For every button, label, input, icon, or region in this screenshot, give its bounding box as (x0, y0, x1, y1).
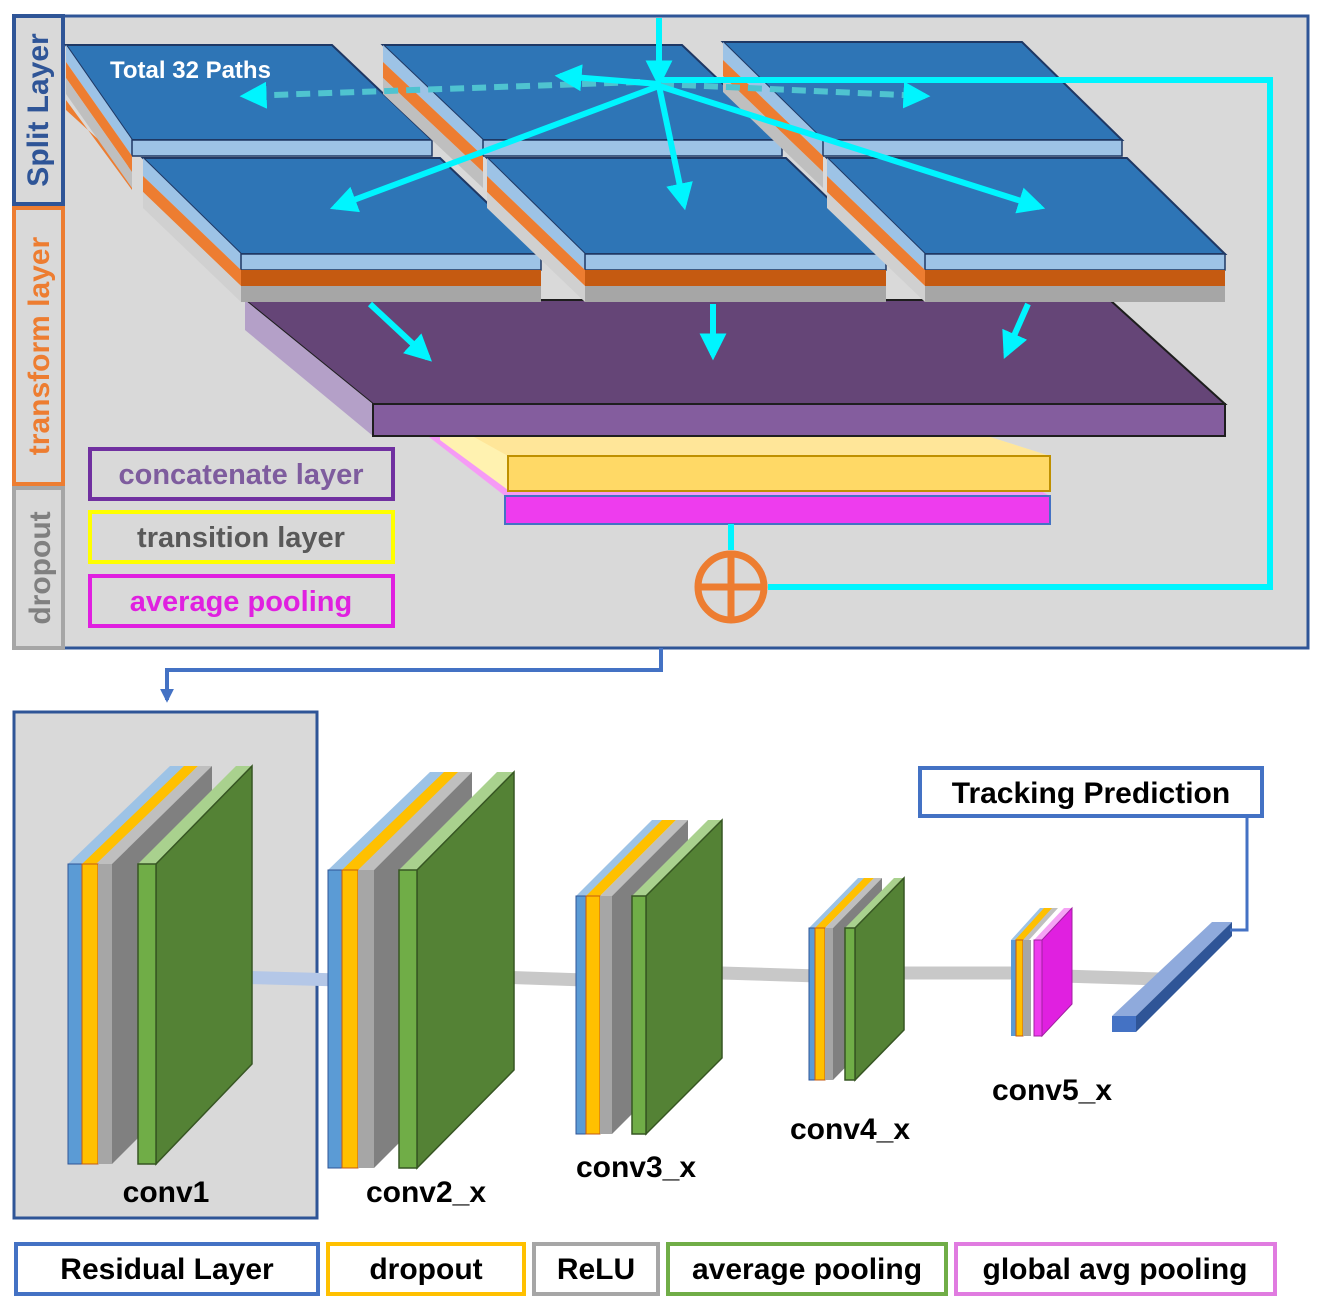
transform-layer-label: transform layer (23, 236, 56, 455)
stage-label-conv5: conv5_x (992, 1074, 1112, 1107)
stage-label-conv1: conv1 (123, 1176, 210, 1209)
prediction-output-bar (1112, 922, 1232, 1032)
legend-residual-layer: Residual Layer (60, 1253, 274, 1286)
legend-dropout: dropout (369, 1253, 482, 1286)
legend-average-pooling-bottom: average pooling (692, 1253, 922, 1286)
split-arrows (329, 18, 1046, 362)
block-detail-panel: Split Layer transform layer dropout (12, 14, 1310, 650)
legend-concatenate-label: concatenate layer (118, 459, 363, 491)
legend-relu: ReLU (557, 1253, 635, 1286)
legend-average-pooling-label: average pooling (130, 586, 352, 618)
conv2-stack (327, 770, 515, 1170)
split-layer-tag: Split Layer (12, 14, 65, 206)
legend-average-pooling: average pooling (88, 574, 395, 628)
total-paths-label: Total 32 Paths (110, 57, 271, 84)
legend-transition: transition layer (88, 510, 395, 564)
stage-label-conv4: conv4_x (790, 1113, 910, 1146)
conv3-stack (575, 818, 723, 1136)
dropout-side-label: dropout (24, 511, 57, 624)
legend-transition-label: transition layer (137, 522, 345, 554)
conv4-stack (808, 876, 905, 1082)
bottom-legend: Residual Layer dropout ReLU average pool… (14, 1242, 1277, 1296)
panel-connector-arrow (160, 648, 663, 703)
add-node-icon (694, 550, 768, 624)
residual-shortcut-line (662, 77, 1273, 590)
transform-layer-tag: transform layer (12, 206, 65, 486)
legend-concatenate: concatenate layer (88, 447, 395, 501)
conv5-stack (1011, 906, 1073, 1038)
split-layer-label: Split Layer (22, 33, 55, 187)
stage-label-conv3: conv3_x (576, 1151, 696, 1184)
concatenate-layer-plate (242, 299, 1228, 437)
paths-dashed-arrow (239, 79, 931, 109)
dropout-tag: dropout (12, 486, 65, 650)
stage-label-conv2: conv2_x (366, 1176, 486, 1209)
legend-global-avg-pooling: global avg pooling (983, 1253, 1248, 1286)
tracking-prediction-label: Tracking Prediction (952, 777, 1230, 810)
tracking-prediction-box: Tracking Prediction (918, 766, 1264, 932)
conv1-stack (67, 764, 253, 1166)
